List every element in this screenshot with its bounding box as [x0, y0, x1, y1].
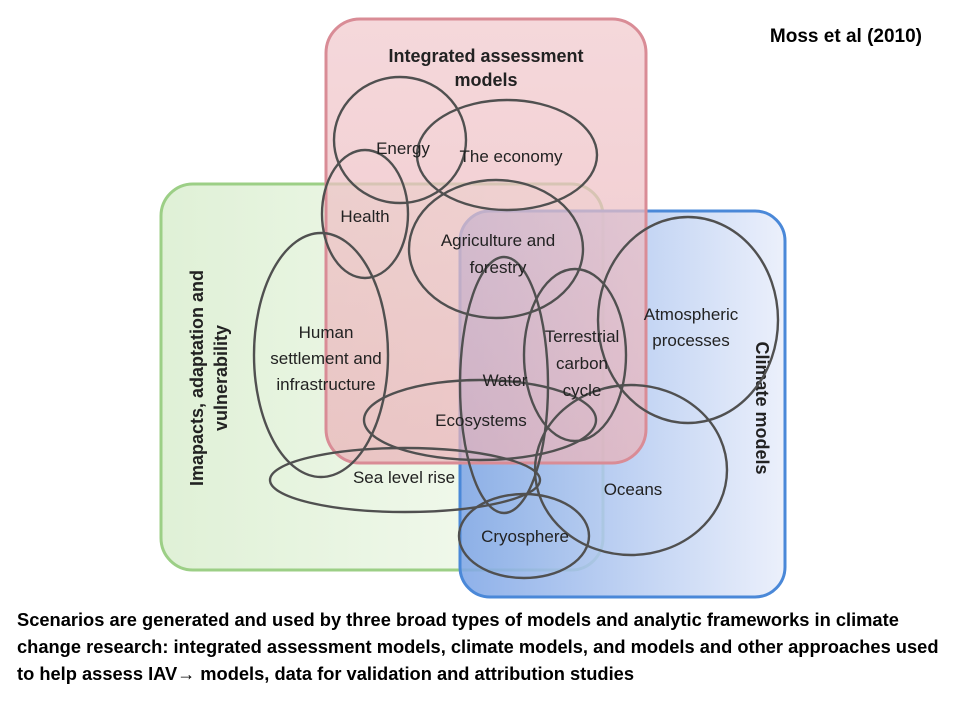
- sea-level-label: Sea level rise: [353, 468, 455, 487]
- integrated-assessment-title-line2: models: [454, 70, 517, 90]
- terrestrial-carbon-label-line3: cycle: [563, 381, 602, 400]
- terrestrial-carbon-ellipse: [522, 267, 628, 443]
- terrestrial-carbon-label-line1: Terrestrial: [545, 327, 620, 346]
- integrated-assessment-title: Integrated assessment: [388, 46, 583, 66]
- human-settlement-label-line3: infrastructure: [276, 375, 375, 394]
- cryosphere-ellipse: [457, 492, 591, 580]
- economy-label: The economy: [460, 147, 563, 166]
- health-label: Health: [340, 207, 389, 226]
- oceans-label: Oceans: [604, 480, 663, 499]
- human-settlement-ellipse: [252, 231, 390, 479]
- atmospheric-label-line2: processes: [652, 331, 729, 350]
- ecosystems-label: Ecosystems: [435, 411, 527, 430]
- caption: Scenarios are generated and used by thre…: [17, 606, 947, 688]
- citation: Moss et al (2010): [769, 26, 922, 47]
- human-settlement-label-line2: settlement and: [270, 349, 382, 368]
- agriculture-label-line2: forestry: [470, 258, 527, 277]
- energy-ellipse: [332, 75, 468, 205]
- svg-text:vulnerability: vulnerability: [211, 325, 231, 431]
- water-ellipse: [458, 255, 550, 515]
- climate-models-framework-title: Climate models: [752, 341, 772, 474]
- impacts-framework-title: Imapacts, adaptation and vulnerability: [187, 270, 231, 486]
- energy-label: Energy: [376, 139, 430, 158]
- cryosphere-label: Cryosphere: [481, 527, 569, 546]
- agriculture-ellipse: [407, 178, 585, 320]
- caption-text-before-arrow: Scenarios are generated and used by thre…: [17, 609, 939, 684]
- svg-text:Imapacts, adaptation and: Imapacts, adaptation and: [187, 270, 207, 486]
- ecosystems-ellipse: [362, 378, 598, 462]
- arrow-icon: →: [177, 664, 196, 684]
- health-ellipse: [320, 148, 410, 280]
- economy-ellipse: [415, 98, 599, 212]
- atmospheric-label-line1: Atmospheric: [644, 305, 739, 324]
- atmospheric-ellipse: [596, 215, 780, 425]
- human-settlement-label-line1: Human: [299, 323, 354, 342]
- framework-diagram: Integrated assessment models Imapacts, a…: [159, 17, 787, 599]
- caption-text-after-arrow: models, data for validation and attribut…: [195, 663, 634, 684]
- terrestrial-carbon-label-line2: carbon: [556, 354, 608, 373]
- sea-level-ellipse: [268, 446, 542, 514]
- svg-text:Climate models: Climate models: [752, 341, 772, 474]
- water-label: Water: [483, 371, 528, 390]
- oceans-ellipse: [533, 383, 729, 557]
- agriculture-label-line1: Agriculture and: [441, 231, 555, 250]
